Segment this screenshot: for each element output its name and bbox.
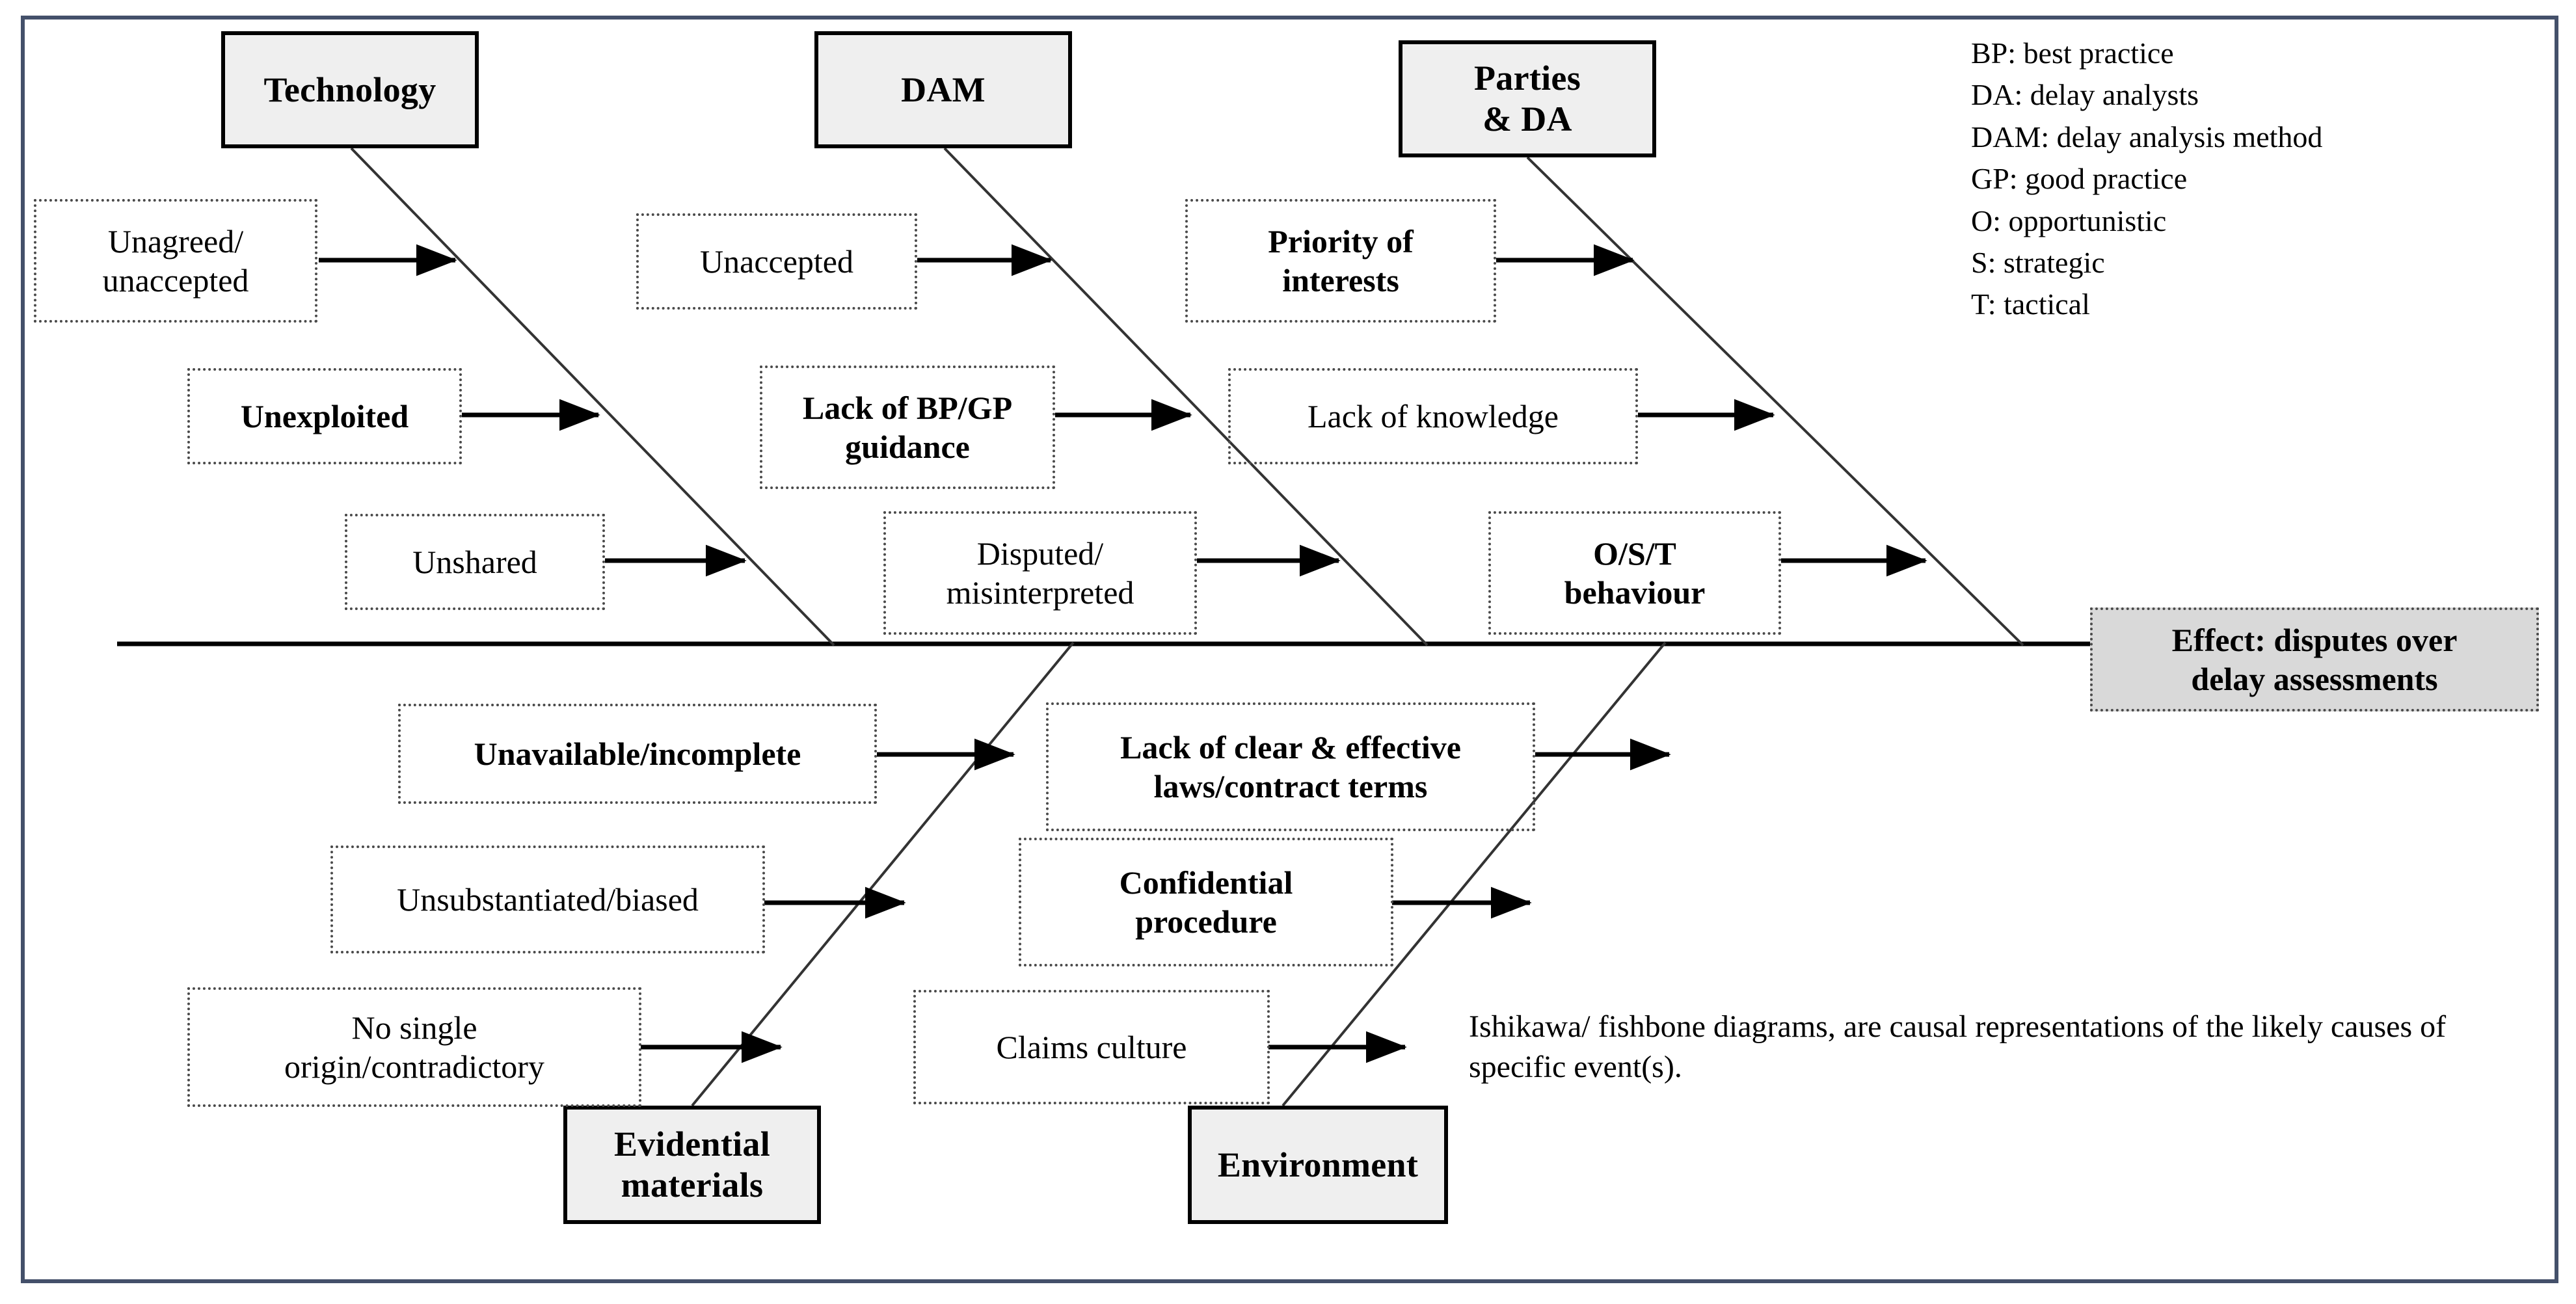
cause-label: Disputed/misinterpreted xyxy=(946,535,1134,611)
diagram-note: Ishikawa/ fishbone diagrams, are causal … xyxy=(1469,1009,2447,1085)
category-label-technology: Technology xyxy=(263,70,436,109)
legend-line: O: opportunistic xyxy=(1971,204,2167,237)
cause-box-dam-3[interactable]: Disputed/misinterpreted xyxy=(883,511,1197,635)
cause-box-dam-1[interactable]: Unaccepted xyxy=(636,213,917,310)
category-box-parties-da[interactable]: Parties& DA xyxy=(1399,40,1656,157)
legend-line: BP: best practice xyxy=(1971,36,2174,70)
category-label-dam: DAM xyxy=(901,70,986,109)
abbreviation-legend: BP: best practice DA: delay analysts DAM… xyxy=(1971,33,2543,326)
category-box-technology[interactable]: Technology xyxy=(221,31,479,148)
category-box-environment[interactable]: Environment xyxy=(1188,1106,1448,1224)
cause-label: Unexploited xyxy=(240,398,409,434)
cause-label: Unshared xyxy=(412,544,537,580)
category-label-environment: Environment xyxy=(1217,1145,1419,1184)
cause-box-technology-1[interactable]: Unagreed/unaccepted xyxy=(34,199,317,323)
cause-box-environment-3[interactable]: Claims culture xyxy=(913,990,1270,1104)
category-box-dam[interactable]: DAM xyxy=(814,31,1072,148)
cause-label: Unaccepted xyxy=(700,243,853,280)
cause-label: Claims culture xyxy=(996,1029,1187,1065)
cause-box-technology-3[interactable]: Unshared xyxy=(345,514,605,610)
legend-line: S: strategic xyxy=(1971,245,2105,279)
legend-line: DAM: delay analysis method xyxy=(1971,120,2323,153)
legend-line: DA: delay analysts xyxy=(1971,78,2199,112)
cause-box-evidential-2[interactable]: Unsubstantiated/biased xyxy=(330,845,765,953)
cause-label: Lack of knowledge xyxy=(1308,398,1559,434)
legend-line: T: tactical xyxy=(1971,287,2090,321)
cause-box-technology-2[interactable]: Unexploited xyxy=(187,368,462,464)
cause-label: Unsubstantiated/biased xyxy=(397,881,699,918)
cause-box-evidential-1[interactable]: Unavailable/incomplete xyxy=(398,704,877,804)
cause-label: Unagreed/unaccepted xyxy=(102,223,249,299)
cause-box-parties-2[interactable]: Lack of knowledge xyxy=(1228,368,1638,464)
legend-line: GP: good practice xyxy=(1971,162,2188,196)
cause-label: Unavailable/incomplete xyxy=(474,736,801,772)
category-label-parties-da: Parties& DA xyxy=(1473,59,1581,139)
